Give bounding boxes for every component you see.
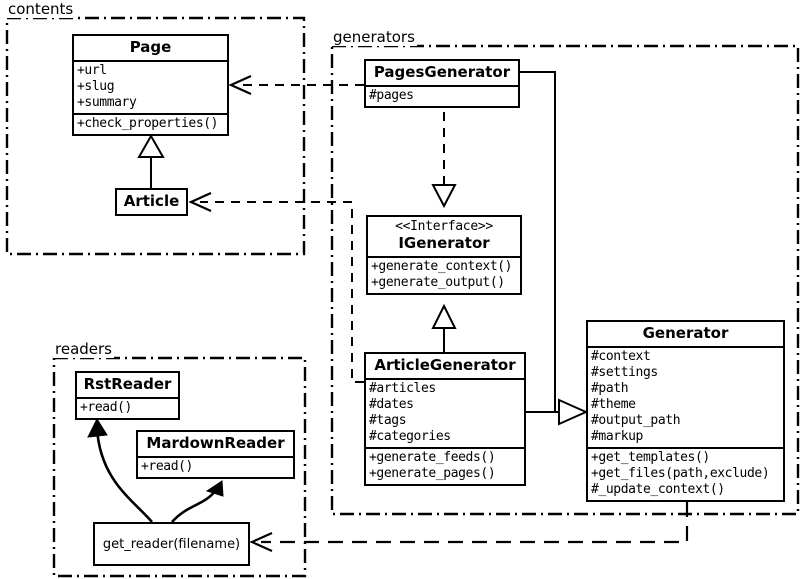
method: #_update_context(): [591, 482, 725, 498]
class-generator-name: Generator: [642, 324, 729, 342]
attribute: +summary: [77, 95, 137, 111]
class-article-name: Article: [123, 192, 180, 210]
attribute: #context: [591, 349, 651, 365]
attribute: #dates: [369, 397, 414, 413]
class-article-generator-name: ArticleGenerator: [374, 356, 516, 374]
create-getreader-rstreader-line: [95, 427, 153, 523]
class-article-generator[interactable]: ArticleGenerator #articles #dates #tags …: [364, 352, 526, 487]
class-igenerator-methods: +generate_context() +generate_output(): [368, 256, 520, 293]
dependency-articlegenerator-article-line: [200, 201, 364, 383]
attribute: #output_path: [591, 413, 681, 429]
class-mardown-reader[interactable]: MardownReader +read(): [136, 430, 295, 480]
attribute: #pages: [369, 88, 414, 104]
method: +generate_context(): [371, 259, 513, 275]
package-label-contents: contents: [6, 0, 76, 18]
attribute: #theme: [591, 397, 636, 413]
generalization-article-page-arrowhead: [137, 133, 165, 158]
class-mardown-reader-name: MardownReader: [146, 434, 285, 452]
class-igenerator-name: <<Interface>> IGenerator: [368, 217, 520, 256]
method: +check_properties(): [77, 116, 219, 132]
create-getreader-mardownreader-line: [171, 489, 218, 523]
class-page-name: Page: [129, 38, 172, 56]
package-label-readers: readers: [53, 340, 114, 358]
attribute: #tags: [369, 413, 407, 429]
class-rst-reader[interactable]: RstReader +read(): [75, 371, 180, 421]
package-label-generators: generators: [331, 28, 417, 46]
method: +generate_feeds(): [369, 450, 496, 466]
method: +get_templates(): [591, 450, 710, 466]
dependency-pagesgenerator-page-arrowhead: [228, 74, 252, 96]
method: +generate_output(): [371, 275, 505, 291]
attribute: #articles: [369, 381, 436, 397]
class-page-methods: +check_properties(): [74, 113, 227, 134]
class-igenerator[interactable]: <<Interface>> IGenerator +generate_conte…: [366, 215, 522, 296]
package-frame-contents: [5, 16, 306, 256]
create-getreader-rstreader-arrowhead: [87, 417, 108, 438]
attribute: #settings: [591, 365, 658, 381]
class-pages-generator-name: PagesGenerator: [373, 63, 511, 81]
class-igenerator-label: IGenerator: [398, 233, 490, 252]
dependency-generator-getreader-line: [261, 502, 689, 544]
class-pages-generator[interactable]: PagesGenerator #pages: [364, 59, 520, 109]
attribute: #categories: [369, 429, 451, 445]
class-pages-generator-attributes: #pages: [366, 85, 518, 106]
class-rst-reader-methods: +read(): [77, 397, 178, 418]
attribute: #markup: [591, 429, 643, 445]
generalization-generator-arrowhead: [558, 398, 589, 426]
function-get-reader[interactable]: get_reader(filename): [93, 522, 250, 566]
class-article[interactable]: Article: [115, 188, 188, 217]
method: +generate_pages(): [369, 466, 496, 482]
realization-pagesgenerator-igenerator-arrowhead: [431, 184, 457, 209]
generalization-articlegenerator-igenerator-arrowhead: [431, 303, 457, 329]
method: +read(): [141, 459, 193, 475]
dependency-generator-getreader-arrowhead: [249, 531, 273, 553]
create-getreader-mardownreader-arrowhead: [205, 480, 224, 497]
class-generator-methods: +get_templates() +get_files(path,exclude…: [588, 447, 783, 500]
dependency-articlegenerator-article-arrowhead: [188, 191, 212, 213]
method: +get_files(path,exclude): [591, 466, 770, 482]
class-generator-attributes: #context #settings #path #theme #output_…: [588, 346, 783, 447]
class-page[interactable]: Page +url +slug +summary +check_properti…: [72, 34, 229, 137]
class-igenerator-stereotype: <<Interface>>: [395, 219, 493, 234]
attribute: +url: [77, 63, 107, 79]
function-get-reader-label: get_reader(filename): [102, 536, 241, 552]
class-article-generator-methods: +generate_feeds() +generate_pages(): [366, 447, 524, 484]
class-generator[interactable]: Generator #context #settings #path #them…: [586, 320, 785, 503]
attribute: +slug: [77, 79, 115, 95]
class-article-generator-attributes: #articles #dates #tags #categories: [366, 378, 524, 447]
method: +read(): [80, 400, 132, 416]
attribute: #path: [591, 381, 629, 397]
class-mardown-reader-methods: +read(): [138, 456, 293, 477]
class-rst-reader-name: RstReader: [83, 375, 172, 393]
class-page-attributes: +url +slug +summary: [74, 60, 227, 113]
generalization-pagesgenerator-generator-line: [520, 71, 556, 412]
